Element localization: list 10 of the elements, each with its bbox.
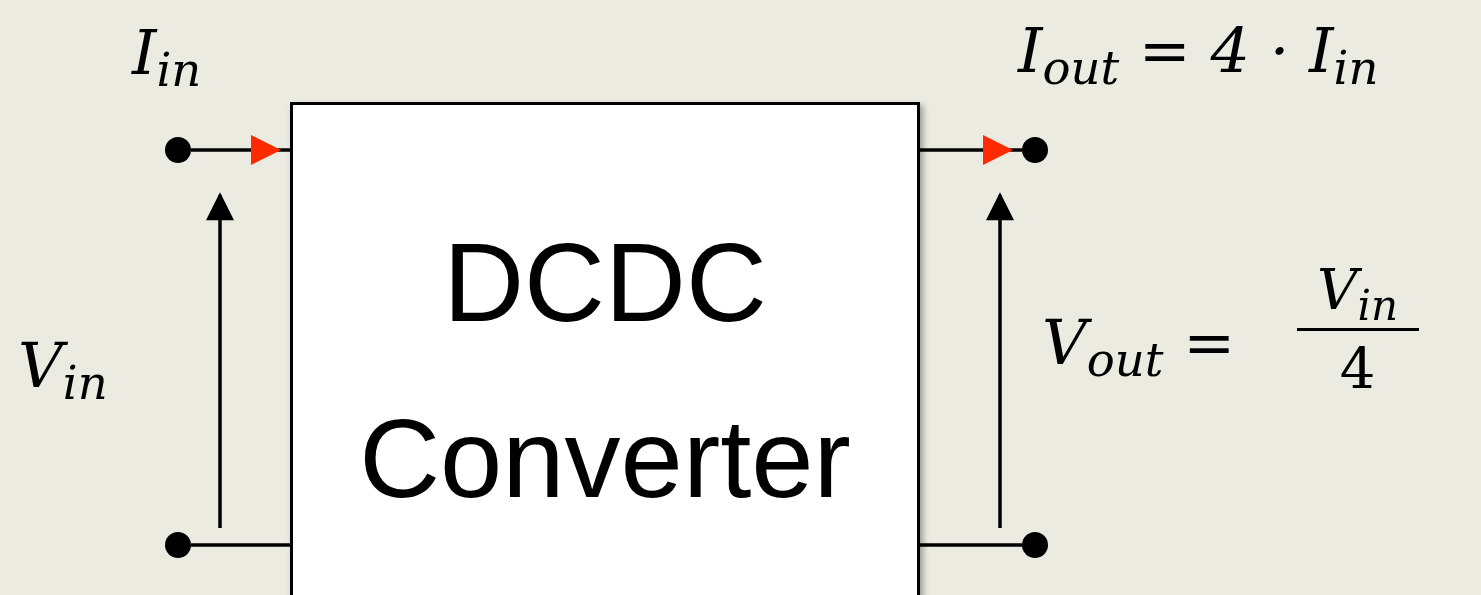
fraction-denominator: 4 [1339,335,1376,397]
fraction-numerator: V$_{in}$ [1317,262,1398,328]
current-arrow [920,135,1022,165]
formula-label: V$_{in}$ [18,335,108,397]
wire [191,543,290,547]
block-title: DCDC Converter [358,219,852,523]
formula-label: I$_{in}$ [132,22,202,84]
wire [920,543,1022,547]
converter-block [290,102,920,595]
current-arrow [191,135,290,165]
